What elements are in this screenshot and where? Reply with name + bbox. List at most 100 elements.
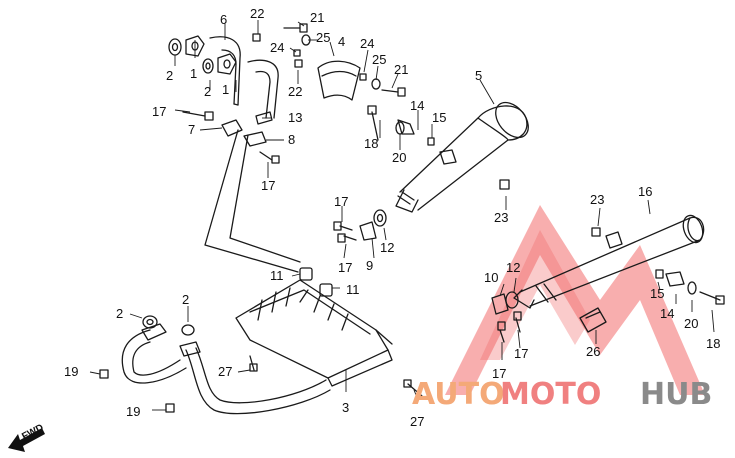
label-16: 16 <box>638 184 652 199</box>
label-25-top: 25 <box>316 30 330 45</box>
bolt-17-upper <box>182 111 214 121</box>
label-3: 3 <box>342 400 349 415</box>
lower-exhaust-pipe-front <box>121 329 187 384</box>
clamp-9 <box>359 221 377 241</box>
label-11-right: 11 <box>346 282 360 297</box>
bolt-17-center <box>333 221 353 231</box>
label-14-right: 14 <box>660 306 674 321</box>
label-2-lower: 2 <box>116 306 123 321</box>
label-18-right: 18 <box>706 336 720 351</box>
bolt-18-right <box>699 291 725 305</box>
bolt-27-mid <box>249 355 258 372</box>
label-21-top: 21 <box>310 10 324 25</box>
label-17-right-b: 17 <box>492 366 506 381</box>
watermark-wordmark: AUTO MOTO HUB <box>412 377 712 412</box>
label-1-top: 1 <box>190 66 197 81</box>
gasket-12-center <box>373 209 387 227</box>
label-9: 9 <box>366 258 373 273</box>
label-10: 10 <box>484 270 498 285</box>
label-23-top: 23 <box>494 210 508 225</box>
label-27-mid: 27 <box>218 364 232 379</box>
bolt-18-upper <box>367 105 379 141</box>
label-5: 5 <box>475 68 482 83</box>
label-12-center: 12 <box>380 240 394 255</box>
watermark-word-auto: AUTO <box>412 377 505 412</box>
label-2-lower-right: 2 <box>182 292 189 307</box>
mount-5-tab <box>439 149 457 165</box>
label-17-mid: 17 <box>261 178 275 193</box>
label-6: 6 <box>220 12 227 27</box>
muffler-5 <box>395 101 529 213</box>
label-17-center: 17 <box>334 194 348 209</box>
washer-25-right <box>371 78 381 90</box>
label-14-upper: 14 <box>410 98 424 113</box>
label-2-top: 2 <box>166 68 173 83</box>
spacer-11-left <box>299 267 313 281</box>
label-22-top: 22 <box>250 6 264 21</box>
flange-1-lower-front <box>141 323 167 341</box>
label-8: 8 <box>288 132 295 147</box>
watermark-word-hub: HUB <box>640 377 712 412</box>
label-2-mid: 2 <box>204 84 211 99</box>
bracket-26 <box>579 307 607 333</box>
gasket-2-lower-right <box>181 324 195 336</box>
nut-22-mid <box>294 59 303 68</box>
label-12-right: 12 <box>506 260 520 275</box>
label-24-top: 24 <box>270 40 284 55</box>
label-1-mid: 1 <box>222 82 229 97</box>
label-19-upper: 19 <box>64 364 78 379</box>
muffler-16 <box>513 214 705 309</box>
bracket-14-right <box>665 271 685 287</box>
washer-20-right <box>687 281 697 295</box>
leader-lines <box>89 20 715 411</box>
label-23-right: 23 <box>590 192 604 207</box>
parts-linework <box>99 23 725 415</box>
bolt-17-center-lower <box>337 233 357 243</box>
label-22-mid: 22 <box>288 84 302 99</box>
nut-15-upper <box>427 137 435 146</box>
collector-muffler-3 <box>235 279 393 387</box>
nut-24-top <box>293 49 301 57</box>
bolt-17-right-b <box>513 311 522 333</box>
bracket-14-upper <box>397 119 415 135</box>
gasket-2-top <box>168 38 182 56</box>
spacer-11-right <box>319 283 333 297</box>
clamp-7 <box>221 119 243 137</box>
bolt-27-lower <box>403 379 423 397</box>
nut-19-upper <box>99 369 109 379</box>
upper-exhaust-pipe-right <box>247 59 279 119</box>
clamp-8 <box>243 131 267 147</box>
label-13: 13 <box>288 110 302 125</box>
upper-exhaust-pipe-left <box>209 36 241 106</box>
flange-1-lower-rear <box>179 341 201 357</box>
label-11-left: 11 <box>270 268 284 283</box>
bolt-17-mid <box>259 151 280 164</box>
label-7: 7 <box>188 122 195 137</box>
label-17-center-lower: 17 <box>338 260 352 275</box>
nut-24-right <box>359 73 367 81</box>
label-18-upper: 18 <box>364 136 378 151</box>
nut-23-right <box>591 227 601 237</box>
clamp-13 <box>255 111 273 125</box>
watermark-logo-triangles <box>445 205 705 395</box>
label-20-upper: 20 <box>392 150 406 165</box>
label-24-right: 24 <box>360 36 374 51</box>
nut-22-top <box>252 33 261 42</box>
bolt-17-right-a <box>497 321 506 343</box>
watermark-word-moto: MOTO <box>500 377 601 412</box>
bolt-21-right <box>381 87 406 97</box>
label-27-lower: 27 <box>410 414 424 429</box>
gasket-2-mid <box>202 58 214 74</box>
nut-19-lower <box>165 403 175 413</box>
forward-arrow-icon <box>8 428 45 452</box>
label-20-right: 20 <box>684 316 698 331</box>
label-15-right: 15 <box>650 286 664 301</box>
part-number-labels: 6 22 21 25 24 4 24 25 21 5 2 1 2 1 22 17… <box>64 6 720 429</box>
lower-exhaust-pipe-rear <box>185 347 331 415</box>
label-4: 4 <box>338 34 345 49</box>
forward-direction-indicator: FWD <box>8 422 46 452</box>
label-26: 26 <box>586 344 600 359</box>
flange-1-mid <box>217 53 237 75</box>
bolt-21-top <box>283 23 308 33</box>
